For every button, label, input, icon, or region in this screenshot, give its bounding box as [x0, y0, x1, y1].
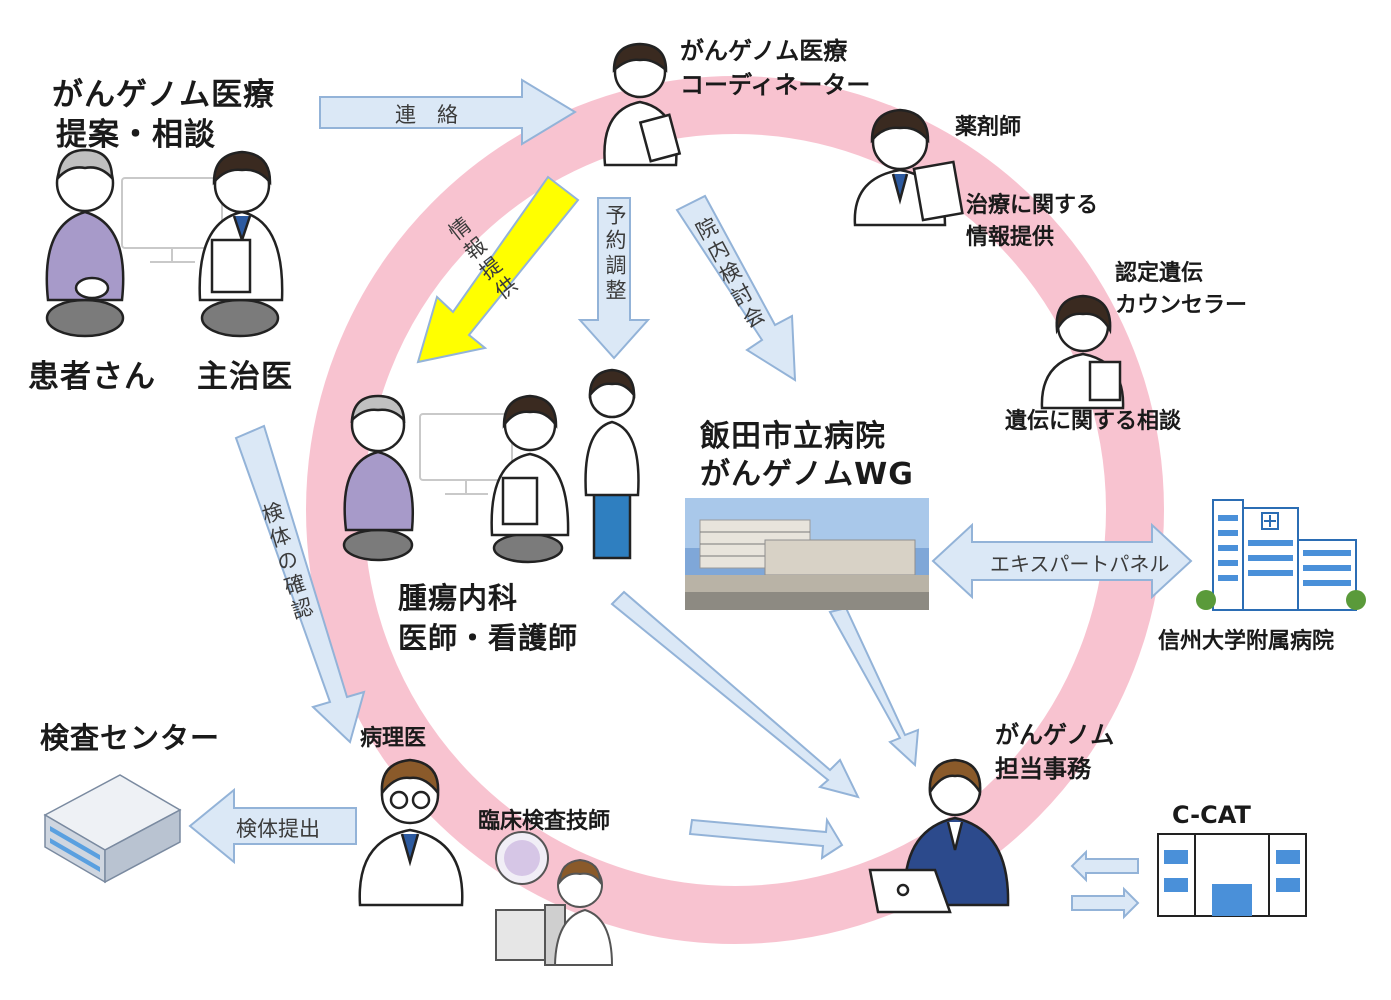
- contact-arrow: [319, 78, 577, 146]
- lab-tech-label: 臨床検査技師: [478, 809, 611, 834]
- doctor-label: 主治医: [197, 359, 293, 395]
- reservation-arrow-label: 予約調整: [603, 204, 627, 304]
- lab-center-icon: [43, 774, 182, 884]
- oncology-to-admin-arrow: [610, 590, 860, 799]
- counselor-note: 遺伝に関する相談: [1005, 409, 1182, 434]
- pharmacist-note-line1: 治療に関する: [966, 193, 1099, 218]
- oncology-patient-figure: [342, 394, 414, 562]
- pathologist-figure: [358, 758, 464, 907]
- contact-arrow-label: 連 絡: [395, 103, 458, 127]
- hospital-to-admin-arrow: [828, 606, 920, 768]
- ccat-building-icon: [1157, 833, 1307, 917]
- lab-tech-figure: [495, 831, 614, 966]
- ccat-label: C-CAT: [1172, 801, 1251, 829]
- shinshu-label: 信州大学附属病院: [1158, 629, 1335, 654]
- counselor-label-line2: カウンセラー: [1115, 293, 1248, 318]
- oncology-label-line2: 医師・看護師: [398, 621, 579, 655]
- doctor-figure: [198, 150, 284, 338]
- hospital-photo: [685, 498, 929, 610]
- coordinator-figure: [603, 42, 682, 167]
- coordinator-label-line1: がんゲノム医療: [680, 37, 848, 65]
- oncology-label-line1: 腫瘍内科: [398, 581, 519, 615]
- coordinator-label-line2: コーディネーター: [680, 71, 871, 99]
- meeting-arrow: [675, 194, 797, 382]
- pharmacist-figure: [853, 108, 964, 227]
- expert-panel-arrow: [931, 522, 1193, 600]
- reservation-arrow: [577, 197, 651, 360]
- hospital-label-line2: がんゲノムWG: [700, 457, 914, 492]
- care-ring: [306, 76, 1164, 944]
- pharmacist-label: 薬剤師: [955, 115, 1022, 140]
- ccat-arrow-left: [1070, 849, 1139, 883]
- admin-label-line1: がんゲノム: [995, 721, 1115, 749]
- specimen-check-arrow: [234, 424, 366, 744]
- nurse-figure: [584, 368, 640, 560]
- counselor-figure: [1040, 294, 1125, 410]
- admin-label-line2: 担当事務: [995, 755, 1091, 783]
- info-arrow: [416, 175, 580, 364]
- oncology-doctor-figure: [490, 394, 570, 564]
- pharmacist-note-line2: 情報提供: [966, 225, 1055, 250]
- admin-figure: [868, 758, 1010, 914]
- expert-panel-label: エキスパートパネル: [990, 552, 1170, 576]
- hospital-label-line1: 飯田市立病院: [700, 419, 886, 454]
- specimen-submit-label: 検体提出: [236, 817, 320, 841]
- consult-title-line2: 提案・相談: [56, 117, 216, 153]
- consult-monitor-icon: [121, 177, 223, 263]
- specimen-submit-arrow: [188, 787, 357, 865]
- patient-label: 患者さん: [28, 359, 156, 395]
- ccat-arrow-right: [1071, 886, 1140, 920]
- labtech-to-admin-arrow: [688, 816, 844, 860]
- lab-center-label: 検査センター: [40, 721, 221, 755]
- patient-figure: [45, 148, 125, 338]
- consult-title-line1: がんゲノム医療: [52, 77, 276, 113]
- pathologist-label: 病理医: [360, 726, 427, 751]
- counselor-label-line1: 認定遺伝: [1115, 261, 1204, 286]
- oncology-monitor-icon: [419, 413, 513, 495]
- shinshu-hospital-icon: [1196, 499, 1366, 611]
